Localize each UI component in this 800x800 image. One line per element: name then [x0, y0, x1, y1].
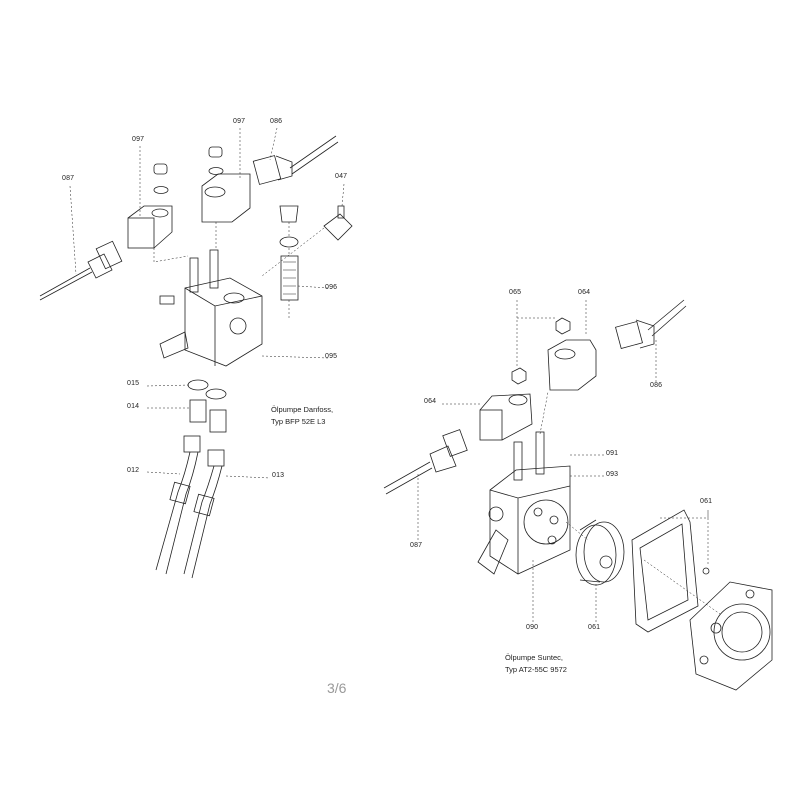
pump-body-090 [477, 431, 571, 575]
page-indicator: 3/6 [327, 680, 347, 696]
right-cable-086 [615, 299, 687, 349]
seals-and-nipples [183, 379, 227, 467]
right-pump-caption: Ölpumpe Suntec, Typ AT2-55C 9572 [505, 652, 567, 676]
right-cable-086 [252, 135, 339, 185]
right-caption-line1: Ölpumpe Suntec, [505, 653, 563, 662]
hoses-012-013 [155, 451, 223, 579]
right-cable-087 [383, 429, 468, 495]
gasket [631, 509, 699, 633]
part-label-012: 012 [127, 467, 140, 474]
leader-lines-right [417, 300, 721, 622]
left-caption-line2: Typ BFP 52E L3 [271, 417, 326, 426]
flange [689, 567, 773, 691]
part-label-087: 087 [410, 542, 423, 549]
part-label-086: 086 [650, 382, 663, 389]
part-label-093: 093 [606, 471, 619, 478]
part-label-061: 061 [700, 498, 713, 505]
left-coil-097 [127, 163, 173, 249]
leader-lines-left [69, 127, 345, 479]
part-label-061: 061 [588, 624, 601, 631]
left-pump-caption: Ölpumpe Danfoss, Typ BFP 52E L3 [271, 404, 333, 428]
part-label-090: 090 [526, 624, 539, 631]
part-label-064: 064 [578, 289, 591, 296]
part-label-095: 095 [325, 353, 338, 360]
part-label-047: 047 [335, 173, 348, 180]
part-label-091: 091 [606, 450, 619, 457]
left-cable-087 [39, 240, 123, 301]
right-coil-064-back [547, 317, 597, 391]
part-label-097: 097 [132, 136, 145, 143]
left-caption-line1: Ölpumpe Danfoss, [271, 405, 334, 414]
part-label-086: 086 [270, 118, 283, 125]
part-label-065: 065 [509, 289, 522, 296]
part-label-014: 014 [127, 403, 140, 410]
part-label-097: 097 [233, 118, 246, 125]
part-label-096: 096 [325, 284, 338, 291]
right-coil-064-front [479, 367, 533, 441]
part-label-015: 015 [127, 380, 140, 387]
part-label-013: 013 [272, 472, 285, 479]
middle-coil-097 [201, 146, 251, 223]
fitting-047 [323, 205, 353, 241]
part-label-087: 087 [62, 175, 75, 182]
filter-096 [279, 205, 299, 301]
pulley-061 [575, 519, 625, 586]
pump-body-095 [159, 249, 263, 367]
right-caption-line2: Typ AT2-55C 9572 [505, 665, 567, 674]
part-label-064: 064 [424, 398, 437, 405]
